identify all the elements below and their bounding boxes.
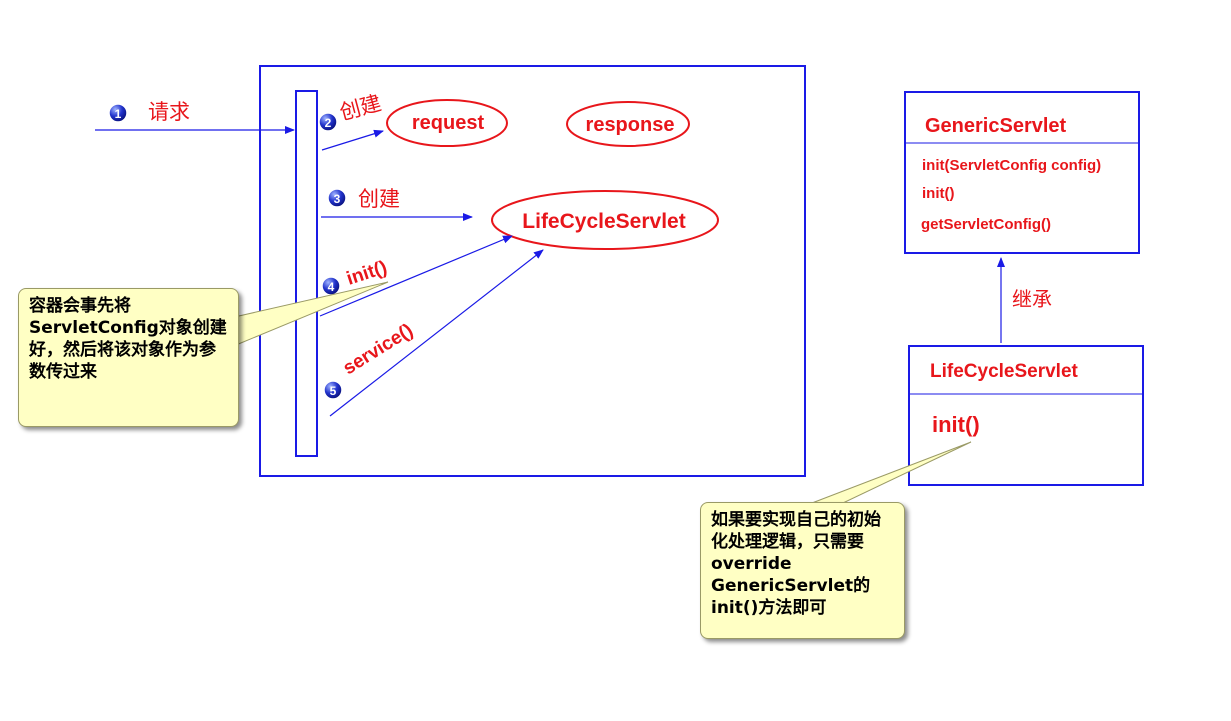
servlet-object bbox=[491, 190, 719, 250]
step-5-label: service() bbox=[340, 320, 417, 379]
right-note: 如果要实现自己的初始化处理逻辑，只需要override GenericServl… bbox=[700, 502, 905, 639]
lifecycle-servlet-class bbox=[908, 345, 1144, 486]
step-4-label: init() bbox=[344, 257, 390, 290]
step-1-badge bbox=[108, 103, 128, 123]
lifecycle-servlet-name: LifeCycleServlet bbox=[930, 361, 1079, 382]
lifecycle-method-1: init() bbox=[932, 412, 980, 437]
step-3-badge bbox=[327, 188, 347, 208]
request-object bbox=[386, 99, 508, 147]
container-lifeline bbox=[295, 90, 318, 457]
response-object-label: response bbox=[586, 114, 675, 136]
step-2-number: 2 bbox=[325, 116, 332, 130]
step-3-label: 创建 bbox=[358, 187, 400, 211]
step-2-badge bbox=[318, 112, 338, 132]
generic-method-3: getServletConfig() bbox=[921, 216, 1051, 233]
servlet-object-label: LifeCycleServlet bbox=[522, 210, 685, 233]
generic-method-2: init() bbox=[922, 185, 954, 202]
step-1-number: 1 bbox=[115, 107, 122, 121]
step-5-number: 5 bbox=[330, 384, 337, 398]
create-request-arrow bbox=[321, 129, 384, 151]
step-5-badge bbox=[323, 380, 343, 400]
left-note-text: 容器会事先将ServletConfig对象创建好，然后将该对象作为参数传过来 bbox=[29, 296, 227, 382]
request-object-label: request bbox=[412, 112, 485, 134]
generic-servlet-name: GenericServlet bbox=[925, 115, 1067, 137]
step-1-label: 请求 bbox=[148, 100, 190, 124]
step-4-number: 4 bbox=[328, 280, 335, 294]
left-note: 容器会事先将ServletConfig对象创建好，然后将该对象作为参数传过来 bbox=[18, 288, 239, 427]
inherit-label: 继承 bbox=[1012, 287, 1052, 311]
init-arrow bbox=[319, 235, 513, 317]
step-2-label: 创建 bbox=[337, 91, 384, 125]
step-3-number: 3 bbox=[334, 192, 341, 206]
service-arrow bbox=[329, 249, 544, 417]
response-object bbox=[566, 101, 690, 147]
container-box bbox=[259, 65, 806, 477]
generic-method-1: init(ServletConfig config) bbox=[922, 157, 1101, 174]
generic-servlet-class bbox=[904, 91, 1140, 254]
right-note-text: 如果要实现自己的初始化处理逻辑，只需要override GenericServl… bbox=[711, 510, 881, 618]
